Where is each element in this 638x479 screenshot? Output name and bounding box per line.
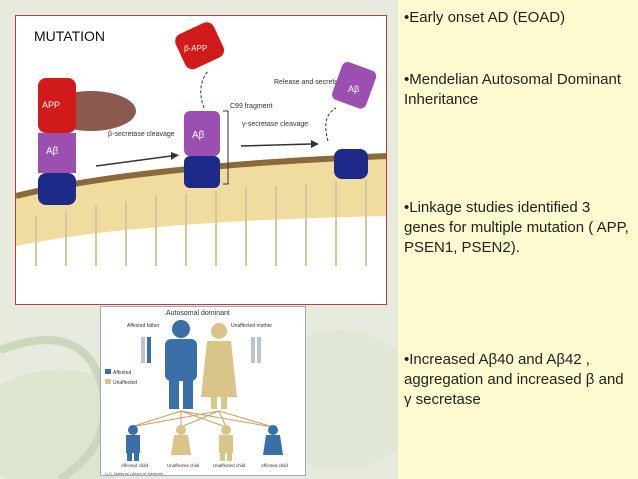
c99-text: C99 fragment — [230, 103, 272, 110]
c99-bracket — [223, 110, 229, 185]
child-3 — [219, 425, 233, 461]
child-4-label: Affected child — [261, 463, 288, 468]
bullet-mendelian: •Mendelian Autosomal Dominant Inheritanc… — [404, 71, 622, 108]
app-segment — [38, 78, 76, 133]
child-1 — [126, 425, 140, 461]
affected-father-text: Affected father — [127, 323, 160, 329]
release-text: Release and secretion of Aβ — [274, 79, 362, 86]
legend-affected-swatch — [105, 369, 111, 374]
abeta-text-3: Aβ — [348, 84, 359, 94]
bullet-eoad: •Early onset AD (EOAD) — [404, 9, 566, 26]
pedigree-title: Autosomal dominant — [166, 310, 230, 317]
abeta-segment-1 — [38, 133, 76, 173]
beta-app-text: β-APP — [184, 44, 207, 53]
legend-unaffected-text: Unaffected — [113, 380, 137, 386]
chromosome-pairs — [141, 337, 261, 363]
mutation-figure: MUTATION APP Aβ β-secretase cleavage Aβ … — [15, 15, 387, 305]
pedigree-diagram: Autosomal dominant Affected father Unaff… — [105, 310, 288, 476]
app-processing-diagram: APP Aβ β-secretase cleavage Aβ C99 fragm… — [16, 22, 386, 266]
abeta-text-2: Aβ — [192, 130, 205, 141]
abeta-segment-2 — [184, 111, 220, 156]
child-4 — [263, 425, 283, 455]
bullet-abeta: •Increased Aβ40 and Aβ42 , aggregation a… — [404, 351, 624, 408]
transmembrane-segment-1 — [38, 173, 76, 205]
child-3-label: Unaffected child — [213, 463, 246, 468]
inheritance-lines — [130, 410, 274, 428]
arrow-cleavage-2 — [240, 143, 312, 147]
beta-app-fragment — [175, 22, 225, 70]
transmembrane-stub — [334, 149, 368, 179]
child-2-label: Unaffected child — [167, 463, 200, 468]
mutation-label: MUTATION — [34, 28, 106, 44]
child-1-label: Affected child — [121, 463, 148, 468]
legend-affected-text: Affected — [113, 370, 131, 376]
pedigree-figure: Autosomal dominant Affected father Unaff… — [100, 306, 306, 476]
abeta-text-1: Aβ — [46, 146, 59, 157]
mother-figure — [201, 323, 237, 409]
bullet-linkage: •Linkage studies identified 3 genes for … — [404, 199, 629, 256]
app-text: APP — [42, 100, 60, 110]
arrow-cleavage-1 — [95, 155, 172, 167]
membrane-lipids — [35, 179, 367, 266]
transmembrane-segment-2 — [184, 156, 220, 188]
father-figure — [165, 320, 197, 409]
legend-unaffected-swatch — [105, 379, 111, 384]
arrow-release-1 — [200, 70, 209, 109]
text-panel — [398, 0, 638, 479]
released-abeta — [332, 62, 377, 109]
child-2 — [171, 425, 191, 455]
beta-secretase-text: β-secretase cleavage — [108, 131, 175, 138]
gamma-secretase-text: γ-secretase cleavage — [242, 121, 308, 128]
unaffected-mother-text: Unaffected mother — [231, 323, 272, 329]
arrow-release-2 — [325, 107, 337, 142]
nlm-credit: U.S. National Library of Medicine — [105, 471, 164, 476]
